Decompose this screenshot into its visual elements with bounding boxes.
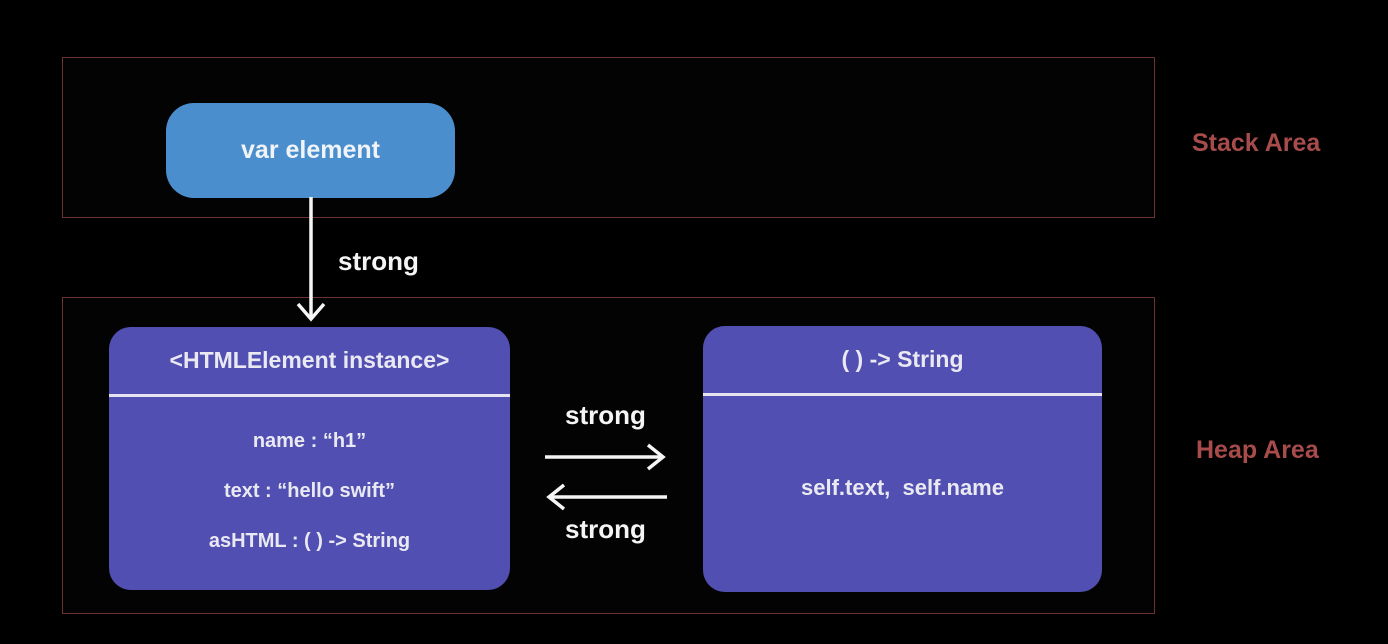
instance-box-fields: name : “h1” text : “hello swift” asHTML …: [109, 397, 510, 590]
var-element-box: var element: [166, 103, 455, 198]
closure-box-divider: [703, 393, 1102, 396]
field-ashtml: asHTML : ( ) -> String: [208, 530, 411, 552]
closure-box-title: ( ) -> String: [841, 346, 964, 372]
stack-area-label: Stack Area: [1192, 129, 1321, 157]
field-name: name : “h1”: [252, 430, 367, 452]
var-element-label: var element: [241, 136, 380, 164]
instance-box-title: <HTMLElement instance>: [169, 347, 450, 373]
field-text: text : “hello swift”: [223, 480, 396, 502]
closure-box: ( ) -> String self.text, self.name: [703, 326, 1102, 592]
instance-box-divider: [109, 394, 510, 397]
strong-label-instance-to-closure: strong: [565, 400, 646, 430]
strong-label-stack-to-instance: strong: [338, 246, 419, 276]
strong-label-closure-to-instance: strong: [565, 514, 646, 544]
heap-area-label: Heap Area: [1196, 436, 1319, 464]
closure-box-body: self.text, self.name: [703, 396, 1102, 592]
closure-captures: self.text, self.name: [801, 475, 1004, 500]
htmlelement-instance-box: <HTMLElement instance> name : “h1” text …: [109, 327, 510, 590]
